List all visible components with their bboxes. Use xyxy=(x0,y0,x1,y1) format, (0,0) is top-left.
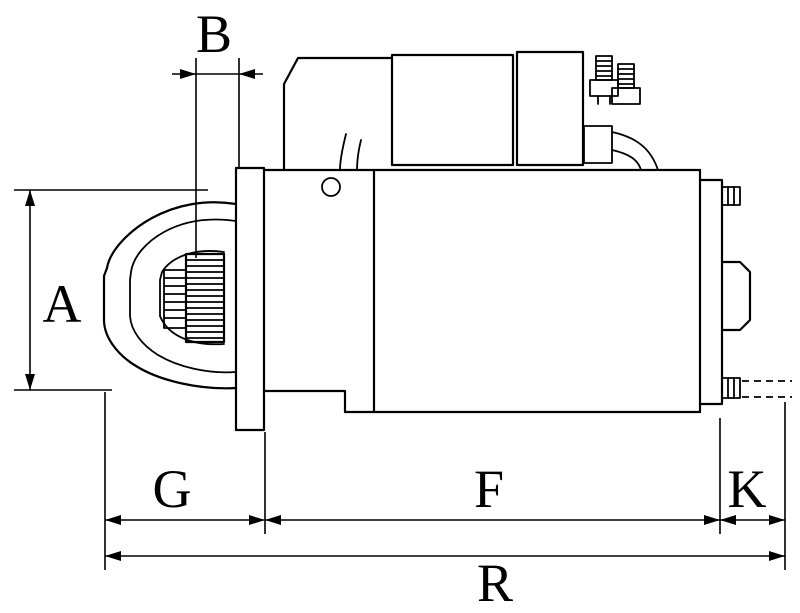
terminal-studs xyxy=(589,55,641,105)
dimension-label-a: A xyxy=(43,274,82,334)
solenoid-terminal-block xyxy=(583,125,613,164)
dimension-b: B xyxy=(172,4,263,258)
dimension-label-g: G xyxy=(153,459,192,519)
starter-motor-drawing xyxy=(102,50,792,432)
motor-housing xyxy=(262,56,702,414)
housing-hole xyxy=(321,177,341,197)
solenoid-cap xyxy=(515,50,585,167)
dimension-a: A xyxy=(14,189,208,391)
end-cap xyxy=(698,178,792,406)
dimension-r: R xyxy=(105,551,785,613)
solenoid xyxy=(390,50,659,171)
dimension-label-b: B xyxy=(196,4,232,64)
dimension-label-f: F xyxy=(474,459,504,519)
dimension-label-r: R xyxy=(477,553,513,613)
mounting-flange xyxy=(234,166,266,432)
solenoid-body xyxy=(390,53,515,167)
dimension-gfk: G F K xyxy=(104,392,786,570)
pinion-gear xyxy=(184,252,226,344)
dimension-label-k: K xyxy=(728,459,767,519)
drive-end-yoke xyxy=(102,201,238,390)
hidden-extension-lines xyxy=(742,380,792,398)
through-bolt-bottom xyxy=(721,377,741,399)
through-bolt-top xyxy=(721,186,741,206)
